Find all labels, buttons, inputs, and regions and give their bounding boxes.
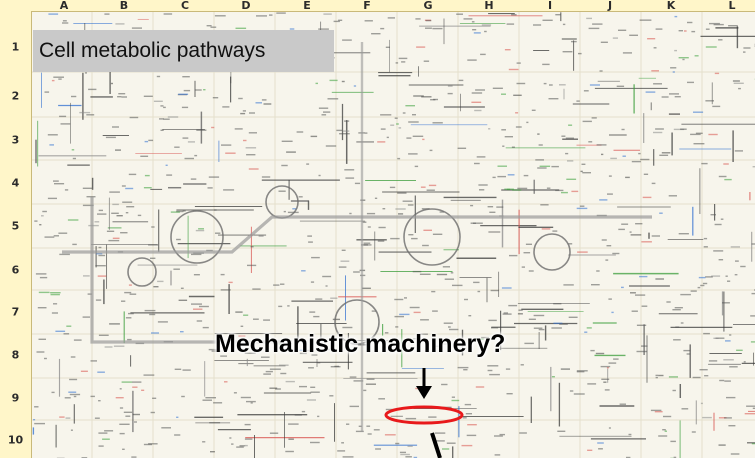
row-header-9: 9 (11, 391, 20, 405)
row-header-8: 8 (11, 348, 20, 362)
column-header-b: B (119, 0, 129, 12)
column-header-i: I (547, 0, 553, 12)
question-label: Mechanistic machinery? (215, 330, 506, 358)
column-header-c: C (180, 0, 190, 12)
column-header-g: G (423, 0, 433, 12)
column-header-d: D (241, 0, 251, 12)
column-header-l: L (728, 0, 736, 12)
row-header-4: 4 (11, 176, 20, 190)
column-header-k: K (666, 0, 676, 12)
column-header-e: E (303, 0, 311, 12)
row-header-3: 3 (11, 133, 20, 147)
column-header-f: F (363, 0, 371, 12)
column-header-h: H (484, 0, 494, 12)
pathway-map-svg (32, 12, 755, 458)
title-text: Cell metabolic pathways (39, 39, 266, 62)
row-header-1: 1 (11, 40, 20, 54)
row-header-bar (0, 11, 32, 458)
column-header-a: A (59, 0, 69, 12)
row-header-10: 10 (7, 433, 24, 447)
title-box: Cell metabolic pathways (33, 30, 334, 72)
column-header-bar (31, 0, 755, 12)
row-header-2: 2 (11, 89, 20, 103)
pathway-map (32, 12, 755, 458)
row-header-6: 6 (11, 263, 20, 277)
row-header-5: 5 (11, 219, 20, 233)
row-header-7: 7 (11, 305, 20, 319)
column-header-j: J (607, 0, 613, 12)
